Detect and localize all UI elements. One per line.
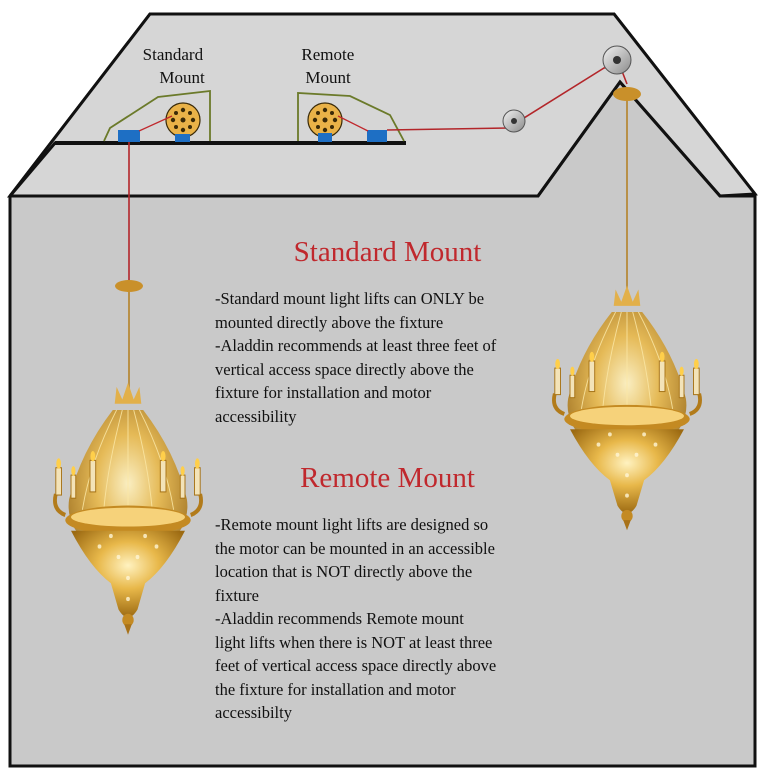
pulley-wheel [602, 45, 632, 75]
remote-mount-heading: Remote Mount [300, 462, 475, 494]
remote-mount-chandelier [554, 87, 700, 530]
standard-mount-description: -Standard mount light lifts can ONLY be … [215, 289, 497, 426]
attic-beam [55, 141, 406, 145]
remote-mount-section: Remote Mount -Remote mount light lifts a… [215, 462, 560, 725]
standard-mount-section: Standard Mount -Standard mount light lif… [215, 236, 560, 428]
remote-mount-description: -Remote mount light lifts are designed s… [215, 515, 497, 722]
pulley-wheel [502, 109, 526, 133]
standard-mount-chandelier [55, 280, 201, 635]
standard-mount-unit [103, 89, 211, 142]
remote-mount-unit [297, 92, 405, 142]
remote-mount-label: Remote Mount [301, 45, 358, 87]
standard-mount-heading: Standard Mount [293, 236, 482, 268]
ceiling-line [10, 79, 755, 198]
standard-mount-label: Standard Mount [143, 45, 208, 87]
